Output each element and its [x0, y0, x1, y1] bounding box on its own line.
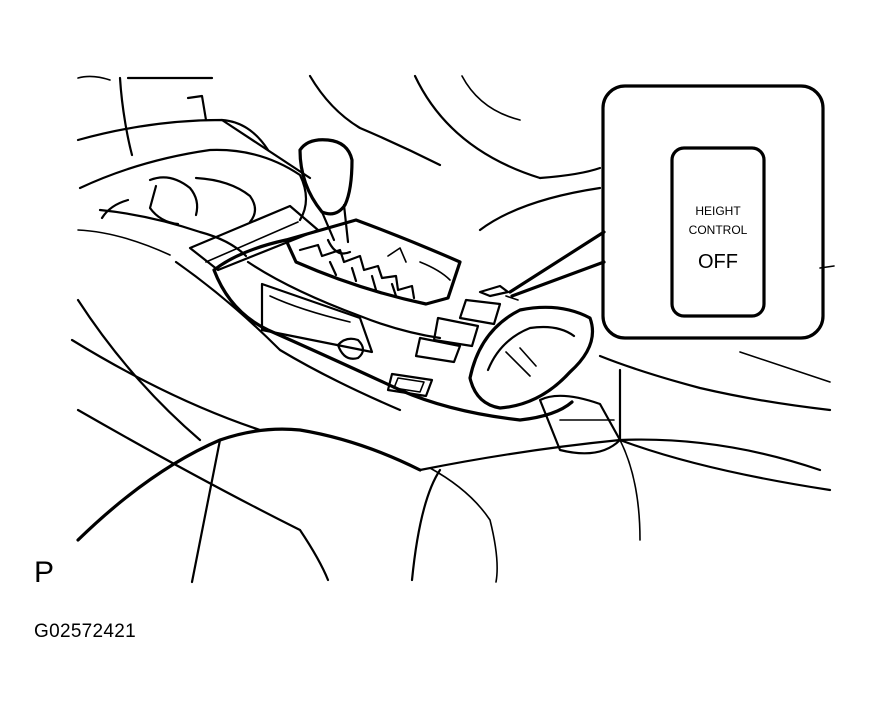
switch-label-line3: OFF: [698, 251, 738, 273]
view-label: P: [34, 556, 55, 589]
shift-lever: [298, 138, 354, 255]
center-console: [174, 238, 574, 422]
front-seat-outline: [70, 298, 822, 584]
dashboard-outline: [76, 74, 602, 180]
callout-box: [601, 84, 825, 340]
left-cupholder: [77, 148, 320, 272]
right-seat: [478, 186, 835, 492]
switch-label-line1: HEIGHT: [695, 204, 741, 218]
switch-label-line2: CONTROL: [689, 223, 748, 237]
callout-pointer: [508, 230, 606, 298]
shift-gate: [284, 218, 462, 306]
height-control-switch[interactable]: HEIGHT CONTROL OFF: [670, 146, 766, 318]
figure-code: G02572421: [34, 621, 137, 642]
right-cupholder: [468, 305, 622, 455]
